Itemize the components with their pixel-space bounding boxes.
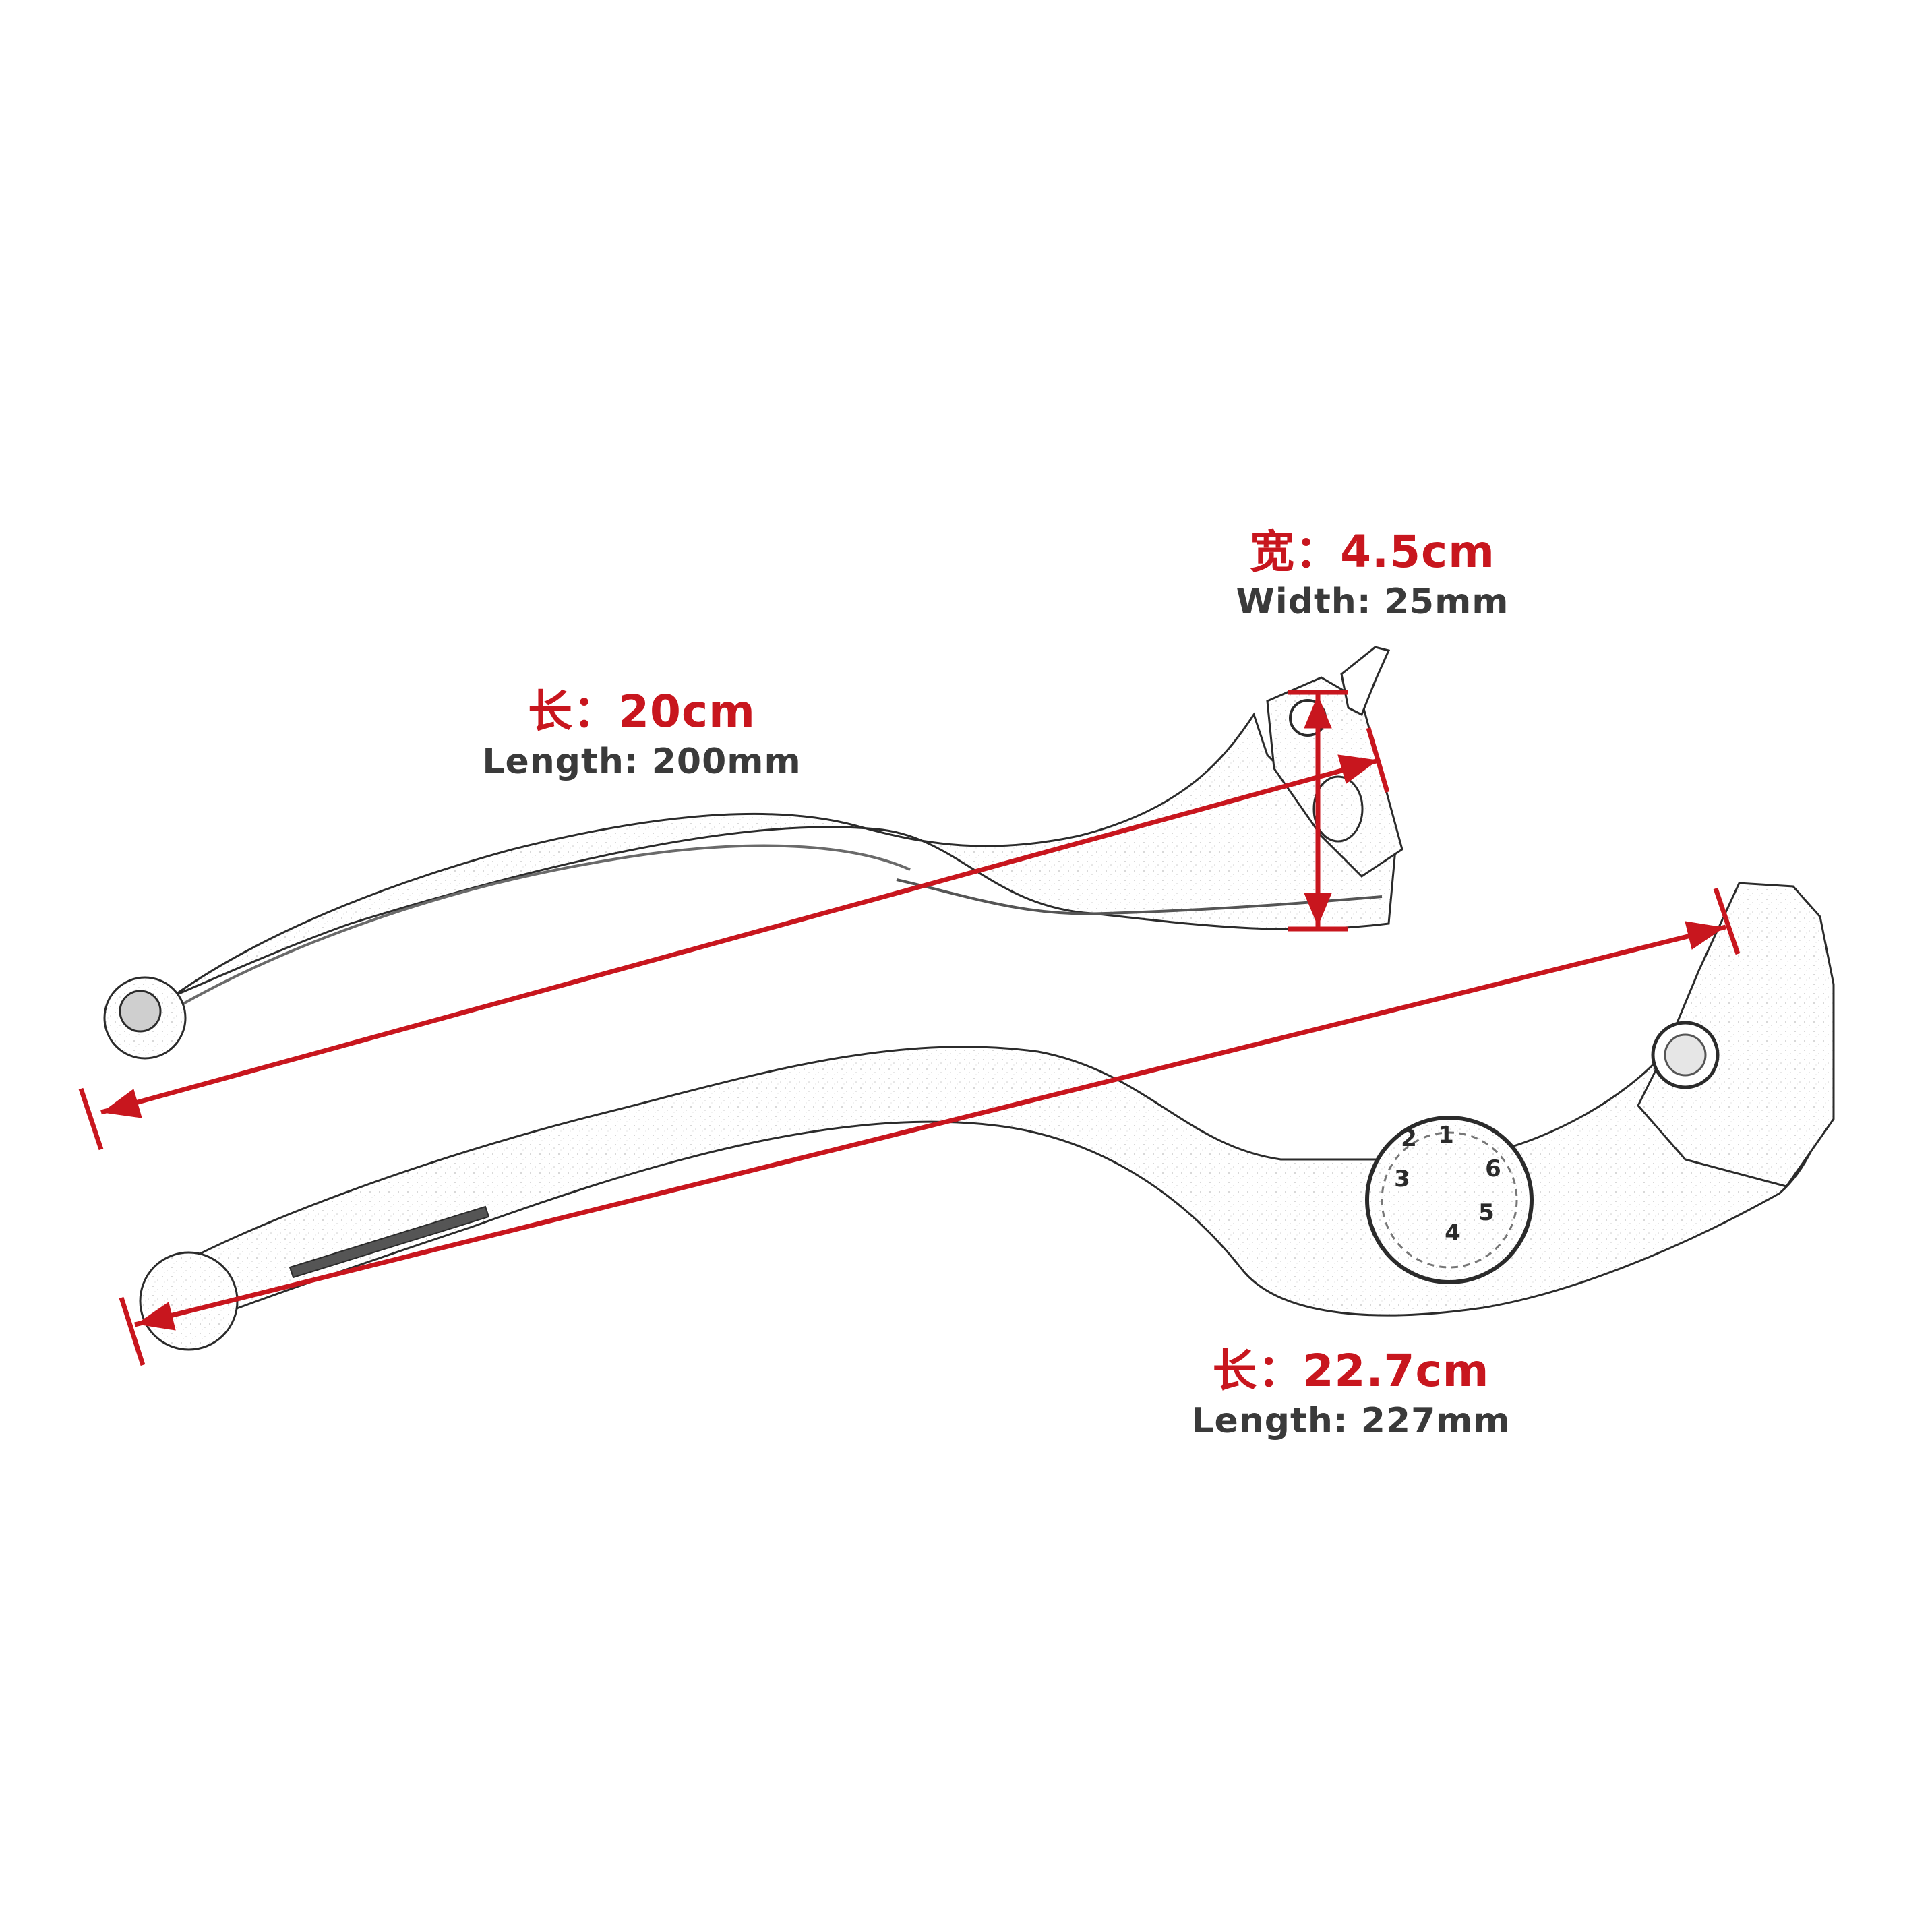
long-length-arrow-left xyxy=(135,1302,176,1331)
short-lever-top-tab xyxy=(1340,646,1391,717)
width-dimension-line xyxy=(1288,690,1348,932)
dial-number: 4 xyxy=(1445,1219,1461,1246)
dial-number: 5 xyxy=(1478,1199,1495,1226)
width-label-cn: 宽：4.5cm xyxy=(1250,526,1495,578)
short-length-dimension-line xyxy=(78,727,1390,1151)
dial-number: 1 xyxy=(1438,1122,1454,1149)
short-lever-end-hole xyxy=(119,990,162,1033)
short-length-label: 长：20cm Length: 200mm xyxy=(482,684,801,784)
long-length-label: 长：22.7cm Length: 227mm xyxy=(1191,1344,1510,1443)
width-label: 宽：4.5cm Width: 25mm xyxy=(1236,524,1509,624)
long-length-dimension-line xyxy=(119,887,1741,1366)
short-length-arrow-left xyxy=(101,1089,142,1118)
long-brake-lever: 1 2 3 4 5 6 xyxy=(139,882,1835,1351)
width-label-en: Width: 25mm xyxy=(1236,582,1509,622)
long-length-arrow-right xyxy=(1685,921,1725,950)
adjuster-dial-body xyxy=(1365,1116,1534,1284)
short-length-label-en: Length: 200mm xyxy=(482,742,802,782)
long-length-label-cn: 长：22.7cm xyxy=(1212,1345,1490,1397)
adjuster-dial: 1 2 3 4 5 6 xyxy=(1365,1116,1534,1284)
short-lever-groove xyxy=(181,844,911,1006)
width-arrow-top xyxy=(1304,694,1332,729)
dial-number: 2 xyxy=(1401,1125,1417,1152)
adjuster-dial-ring xyxy=(1381,1131,1518,1269)
long-lever-slot xyxy=(289,1205,490,1279)
short-brake-lever xyxy=(103,646,1403,1060)
short-lever-arm xyxy=(117,712,1397,1019)
long-lever-pivot-hole-inner xyxy=(1664,1033,1707,1077)
width-arrow-bottom xyxy=(1304,893,1332,927)
short-length-arrow-right xyxy=(1337,754,1379,784)
long-length-label-en: Length: 227mm xyxy=(1191,1401,1511,1441)
short-lever-adjuster xyxy=(1312,775,1364,843)
dial-number: 6 xyxy=(1485,1155,1501,1182)
long-lever-arm xyxy=(160,956,1835,1323)
short-length-label-cn: 长：20cm xyxy=(528,686,756,737)
dial-number: 3 xyxy=(1394,1166,1410,1193)
